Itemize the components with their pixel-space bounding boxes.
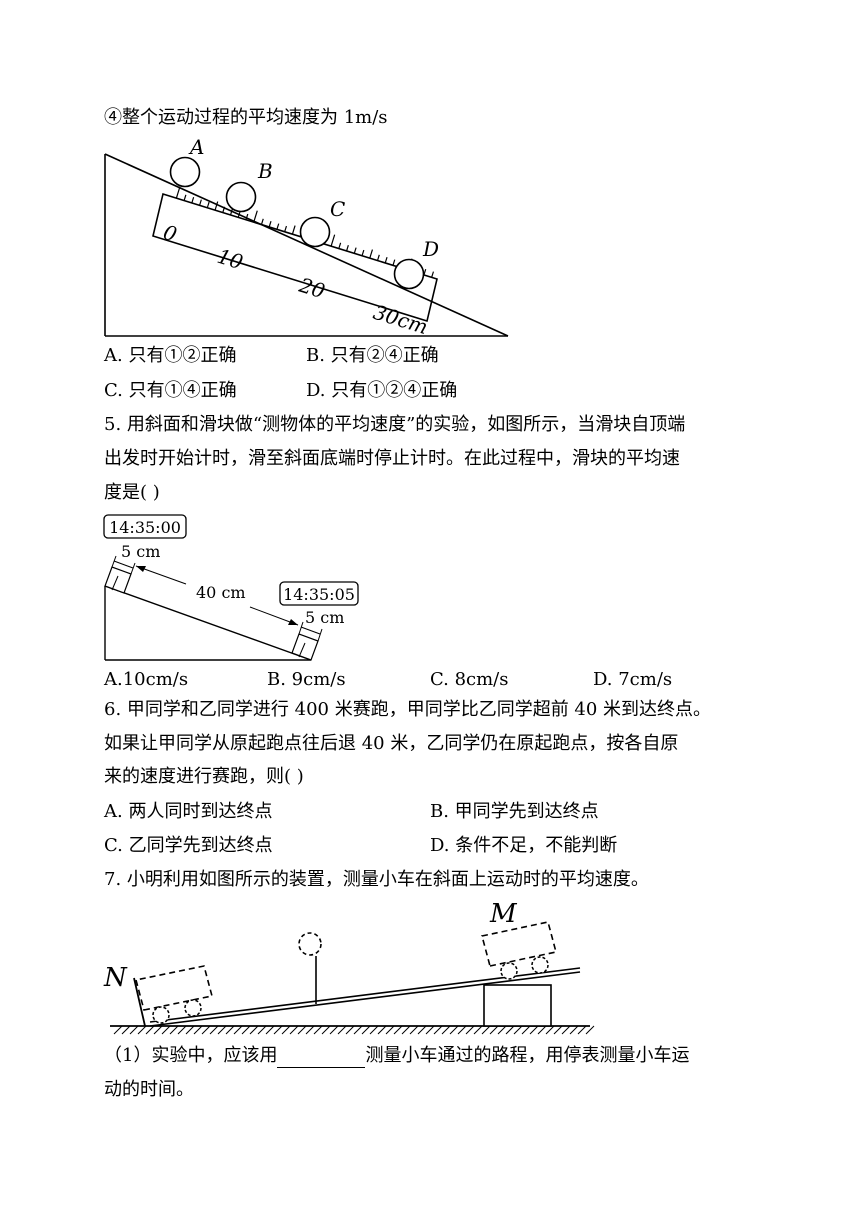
support-block xyxy=(483,984,552,1027)
q7-sub1-before: （1）实验中，应该用 xyxy=(104,1045,278,1066)
q5-option-d: D. 7cm/s xyxy=(593,669,673,690)
q7-cart-figure: N M xyxy=(103,899,595,1035)
ball-d xyxy=(393,258,425,290)
clock-end: 14:35:05 xyxy=(283,585,355,604)
ruler-label-10: 10 xyxy=(215,244,247,274)
q7-sub1-after: 测量小车通过的路程，用停表测量小车运 xyxy=(365,1045,690,1066)
distance-label: 40 cm xyxy=(196,583,246,602)
q5-line-3: 度是( ) xyxy=(104,482,160,503)
top-block-length: 5 cm xyxy=(121,542,160,561)
clock-start-box xyxy=(103,514,187,539)
q7-sub1-line1: （1）实验中，应该用 测量小车通过的路程，用停表测量小车运 xyxy=(104,1044,689,1068)
q5-line-2: 出发时开始计时，滑至斜面底端时停止计时。在此过程中，滑块的平均速 xyxy=(104,448,680,469)
label-m: M xyxy=(489,899,518,929)
clock-end-box xyxy=(279,581,359,606)
q6-line-1: 6. 甲同学和乙同学进行 400 米赛跑，甲同学比乙同学超前 40 米到达终点。 xyxy=(104,699,712,720)
q6-option-a: A. 两人同时到达终点 xyxy=(104,801,273,822)
q6-line-3: 来的速度进行赛跑，则( ) xyxy=(104,766,304,787)
q5-line-1: 5. 用斜面和滑块做“测物体的平均速度”的实验，如图所示，当滑块自顶端 xyxy=(104,414,686,435)
ground-hatch xyxy=(113,1025,595,1035)
clock-start: 14:35:00 xyxy=(109,518,181,537)
q4-option-b: B. 只有②④正确 xyxy=(306,345,439,366)
q7-line: 7. 小明利用如图所示的装置，测量小车在斜面上运动时的平均速度。 xyxy=(104,869,649,890)
ball-c xyxy=(299,216,331,248)
q7-sub1-line2: 动的时间。 xyxy=(104,1079,194,1100)
q5-option-a: A.10cm/s xyxy=(104,669,189,690)
flag-circle xyxy=(298,932,322,956)
q6-option-c: C. 乙同学先到达终点 xyxy=(104,835,273,856)
q6-line-2: 如果让甲同学从原起跑点往后退 40 米，乙同学仍在原起跑点，按各自原 xyxy=(104,733,679,754)
q4-option-c: C. 只有①④正确 xyxy=(104,380,237,401)
ruler xyxy=(152,192,438,323)
slider-block-top xyxy=(104,566,132,594)
label-n: N xyxy=(103,963,128,993)
ruler-label-30: 30cm xyxy=(371,300,431,339)
q4-statement: ④整个运动过程的平均速度为 1m/s xyxy=(104,107,388,128)
q5-option-b: B. 9cm/s xyxy=(267,669,346,690)
cart-n xyxy=(135,965,213,1011)
q5-option-c: C. 8cm/s xyxy=(430,669,509,690)
q5-slider-figure: 14:35:00 14:35:05 5 cm 40 cm 5 cm xyxy=(103,514,359,661)
slider-block-bottom xyxy=(291,633,319,661)
bottom-block-length: 5 cm xyxy=(305,608,344,627)
ball-label-b: B xyxy=(257,159,273,183)
ball-label-a: A xyxy=(188,135,204,159)
ball-b xyxy=(225,181,257,213)
q4-option-d: D. 只有①②④正确 xyxy=(306,380,458,401)
answer-blank[interactable] xyxy=(277,1048,366,1068)
ruler-label-20: 20 xyxy=(296,273,329,304)
cart-m xyxy=(481,921,557,967)
ball-a xyxy=(169,156,201,188)
q4-incline-figure: 0 10 20 30cm A B C D xyxy=(104,135,509,339)
q6-option-b: B. 甲同学先到达终点 xyxy=(430,801,599,822)
q6-option-d: D. 条件不足，不能判断 xyxy=(430,835,618,856)
q4-option-a: A. 只有①②正确 xyxy=(104,345,237,366)
ruler-label-0: 0 xyxy=(161,220,180,247)
ball-label-d: D xyxy=(422,237,439,261)
ball-label-c: C xyxy=(330,197,345,221)
